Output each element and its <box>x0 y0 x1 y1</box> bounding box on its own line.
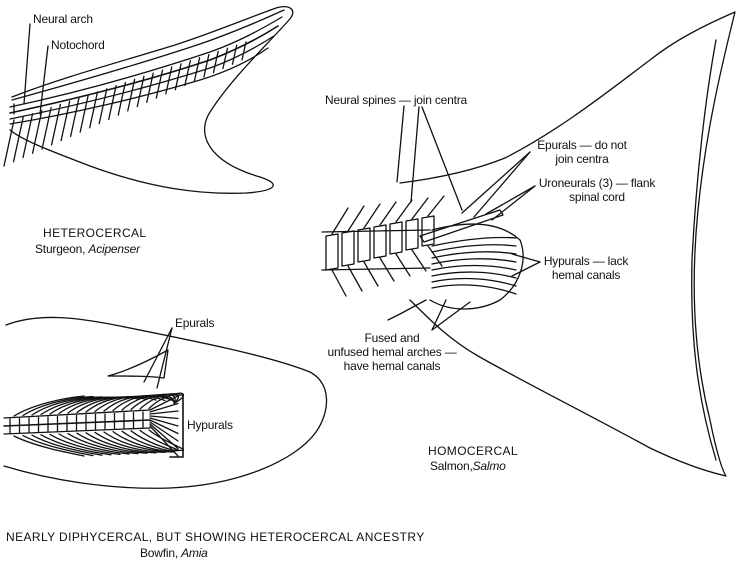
epurals-homocercal-label: Epurals — do not join centra <box>528 138 636 166</box>
vertebra <box>390 222 402 254</box>
hypurals-diphycercal-label: Hypurals <box>187 418 233 432</box>
heterocercal-ray <box>71 98 79 136</box>
neural-spine <box>364 204 380 228</box>
hypurals-homocercal-line-2: hemal canals <box>540 268 632 282</box>
heterocercal-ray <box>204 54 209 76</box>
neural-spine <box>396 200 412 222</box>
epurals-leader-line-2 <box>157 328 172 388</box>
notochord-leader-line <box>40 46 48 114</box>
hemal-arch <box>396 254 410 276</box>
epurals-homocercal-line-2: join centra <box>528 152 636 166</box>
hypural-ray <box>432 252 516 258</box>
fused-line-3: have hemal canals <box>318 359 466 373</box>
epurals-diphycercal-label: Epurals <box>175 316 214 330</box>
diphycercal-title: NEARLY DIPHYCERCAL, BUT SHOWING HETEROCE… <box>6 530 425 544</box>
notochord-label: Notochord <box>51 38 105 52</box>
vertebra <box>406 219 418 250</box>
hypural-ray <box>150 411 178 414</box>
heterocercal-ray <box>4 120 14 166</box>
diphycercal-species-common: Bowfin, <box>140 546 178 560</box>
neural-spine <box>380 202 396 225</box>
hemal-arch <box>364 262 378 286</box>
hypurals-leader-2 <box>512 262 540 276</box>
vertebra <box>374 225 386 258</box>
homocercal-hypural-rays <box>432 237 516 294</box>
homocercal-species-genus: Salmo <box>473 459 506 473</box>
heterocercal-species-common: Sturgeon, <box>35 242 85 256</box>
heterocercal-ray <box>223 48 227 68</box>
fused-line-1: Fused and <box>318 331 466 345</box>
neural-arch-label: Neural arch <box>33 12 93 26</box>
epurals-leader-2 <box>474 152 530 217</box>
vertebral-top <box>322 230 430 232</box>
heterocercal-ray <box>80 95 88 132</box>
heterocercal-notochord-lower <box>10 36 274 119</box>
neural-spine <box>412 198 428 219</box>
uroneurals-line-1: Uroneurals (3) — flank <box>536 176 658 190</box>
fused-arches-leader-2 <box>432 302 470 330</box>
heterocercal-ray <box>42 108 51 150</box>
hypurals-leader-1 <box>512 254 540 262</box>
heterocercal-neural-arch-line <box>10 17 282 107</box>
fused-line-2: unfused hemal arches — <box>318 345 466 359</box>
diphycercal-tail-drawing <box>4 317 327 488</box>
uroneurals-leader-1 <box>486 186 535 214</box>
hypural-ray <box>432 272 516 278</box>
neural-spine <box>348 206 364 231</box>
neural-spine <box>332 208 348 234</box>
neural-spines-label: Neural spines — join centra <box>325 93 467 107</box>
homocercal-tail-drawing <box>322 12 735 476</box>
vertebra <box>358 228 370 262</box>
neural-spine <box>428 196 444 216</box>
heterocercal-ray <box>213 51 218 72</box>
neural-spines-leader-1 <box>397 106 404 182</box>
vertebra <box>342 231 354 266</box>
diphycercal-species-genus: Amia <box>181 546 208 560</box>
uroneurals-line-2: spinal cord <box>536 190 658 204</box>
heterocercal-ray <box>147 73 153 102</box>
vertebra <box>326 234 338 270</box>
hypurals-homocercal-line-1: Hypurals — lack <box>540 254 632 268</box>
heterocercal-species: Sturgeon, Acipenser <box>35 242 140 256</box>
heterocercal-ray <box>232 45 236 64</box>
uroneurals-leader-2 <box>492 186 535 220</box>
heterocercal-ray <box>90 92 98 128</box>
homocercal-species-common: Salmon, <box>430 459 473 473</box>
uroneurals-label: Uroneurals (3) — flank spinal cord <box>536 176 658 204</box>
epurals-homocercal-line-1: Epurals — do not <box>528 138 636 152</box>
hypural-ray <box>150 416 178 419</box>
homocercal-title: HOMOCERCAL <box>428 444 518 458</box>
heterocercal-ray <box>185 61 190 86</box>
neural-spines-leader-2 <box>411 107 419 202</box>
hypural-ray <box>150 424 178 449</box>
hypural-ray <box>432 245 516 252</box>
heterocercal-ray <box>194 58 199 82</box>
hypural-ray <box>432 266 516 271</box>
heterocercal-title: HETEROCERCAL <box>43 226 146 240</box>
diphycercal-species: Bowfin, Amia <box>140 546 208 560</box>
hypural-ray <box>432 285 516 294</box>
homocercal-tail-outline <box>400 12 735 476</box>
hemal-arch <box>332 270 346 296</box>
hypurals-homocercal-label: Hypurals — lack hemal canals <box>540 254 632 282</box>
homocercal-hypural-fan <box>430 224 523 309</box>
heterocercal-tail-drawing <box>4 7 293 194</box>
heterocercal-species-genus: Acipenser <box>88 242 140 256</box>
hypural-ray <box>432 259 516 264</box>
neural-spines-leader-3 <box>422 107 462 210</box>
fused-hemal-arches-label: Fused and unfused hemal arches — have he… <box>318 331 466 373</box>
homocercal-vertebrae <box>322 196 444 296</box>
homocercal-species: Salmon,Salmo <box>430 459 506 473</box>
